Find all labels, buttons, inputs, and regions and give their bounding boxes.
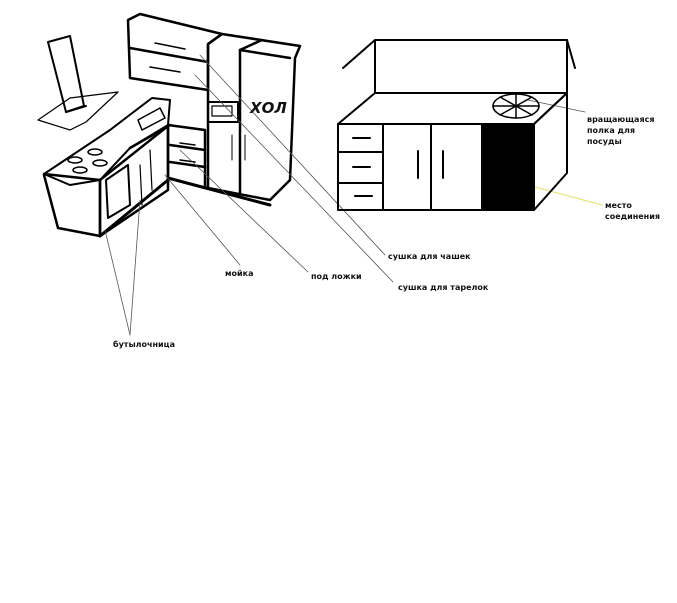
- rotating-shelf-icon: [492, 93, 540, 119]
- tall-units: [206, 32, 302, 202]
- base-cabinet-detail: [337, 39, 576, 211]
- plate-dryer-label: сушка для тарелок: [398, 283, 489, 292]
- label-line: вращающаяся: [587, 115, 655, 124]
- label-line: посуды: [587, 137, 622, 146]
- corner-kitchen: [42, 97, 272, 238]
- leader-lines: [104, 54, 586, 336]
- rotating-shelf-label: вращающаяся полка для посуды: [587, 114, 654, 147]
- label-line: место: [605, 201, 632, 210]
- bottle-holder-label: бутылочница: [113, 340, 175, 349]
- range-hood: [37, 35, 119, 131]
- label-line: полка для: [587, 126, 635, 135]
- joint-label: место соединения: [605, 200, 660, 222]
- cup-dryer-label: сушка для чашек: [388, 252, 471, 261]
- spoons-label: под ложки: [311, 272, 362, 281]
- fridge-label: ХОЛ: [250, 99, 287, 117]
- sink-label: мойка: [225, 269, 254, 278]
- label-line: соединения: [605, 212, 660, 221]
